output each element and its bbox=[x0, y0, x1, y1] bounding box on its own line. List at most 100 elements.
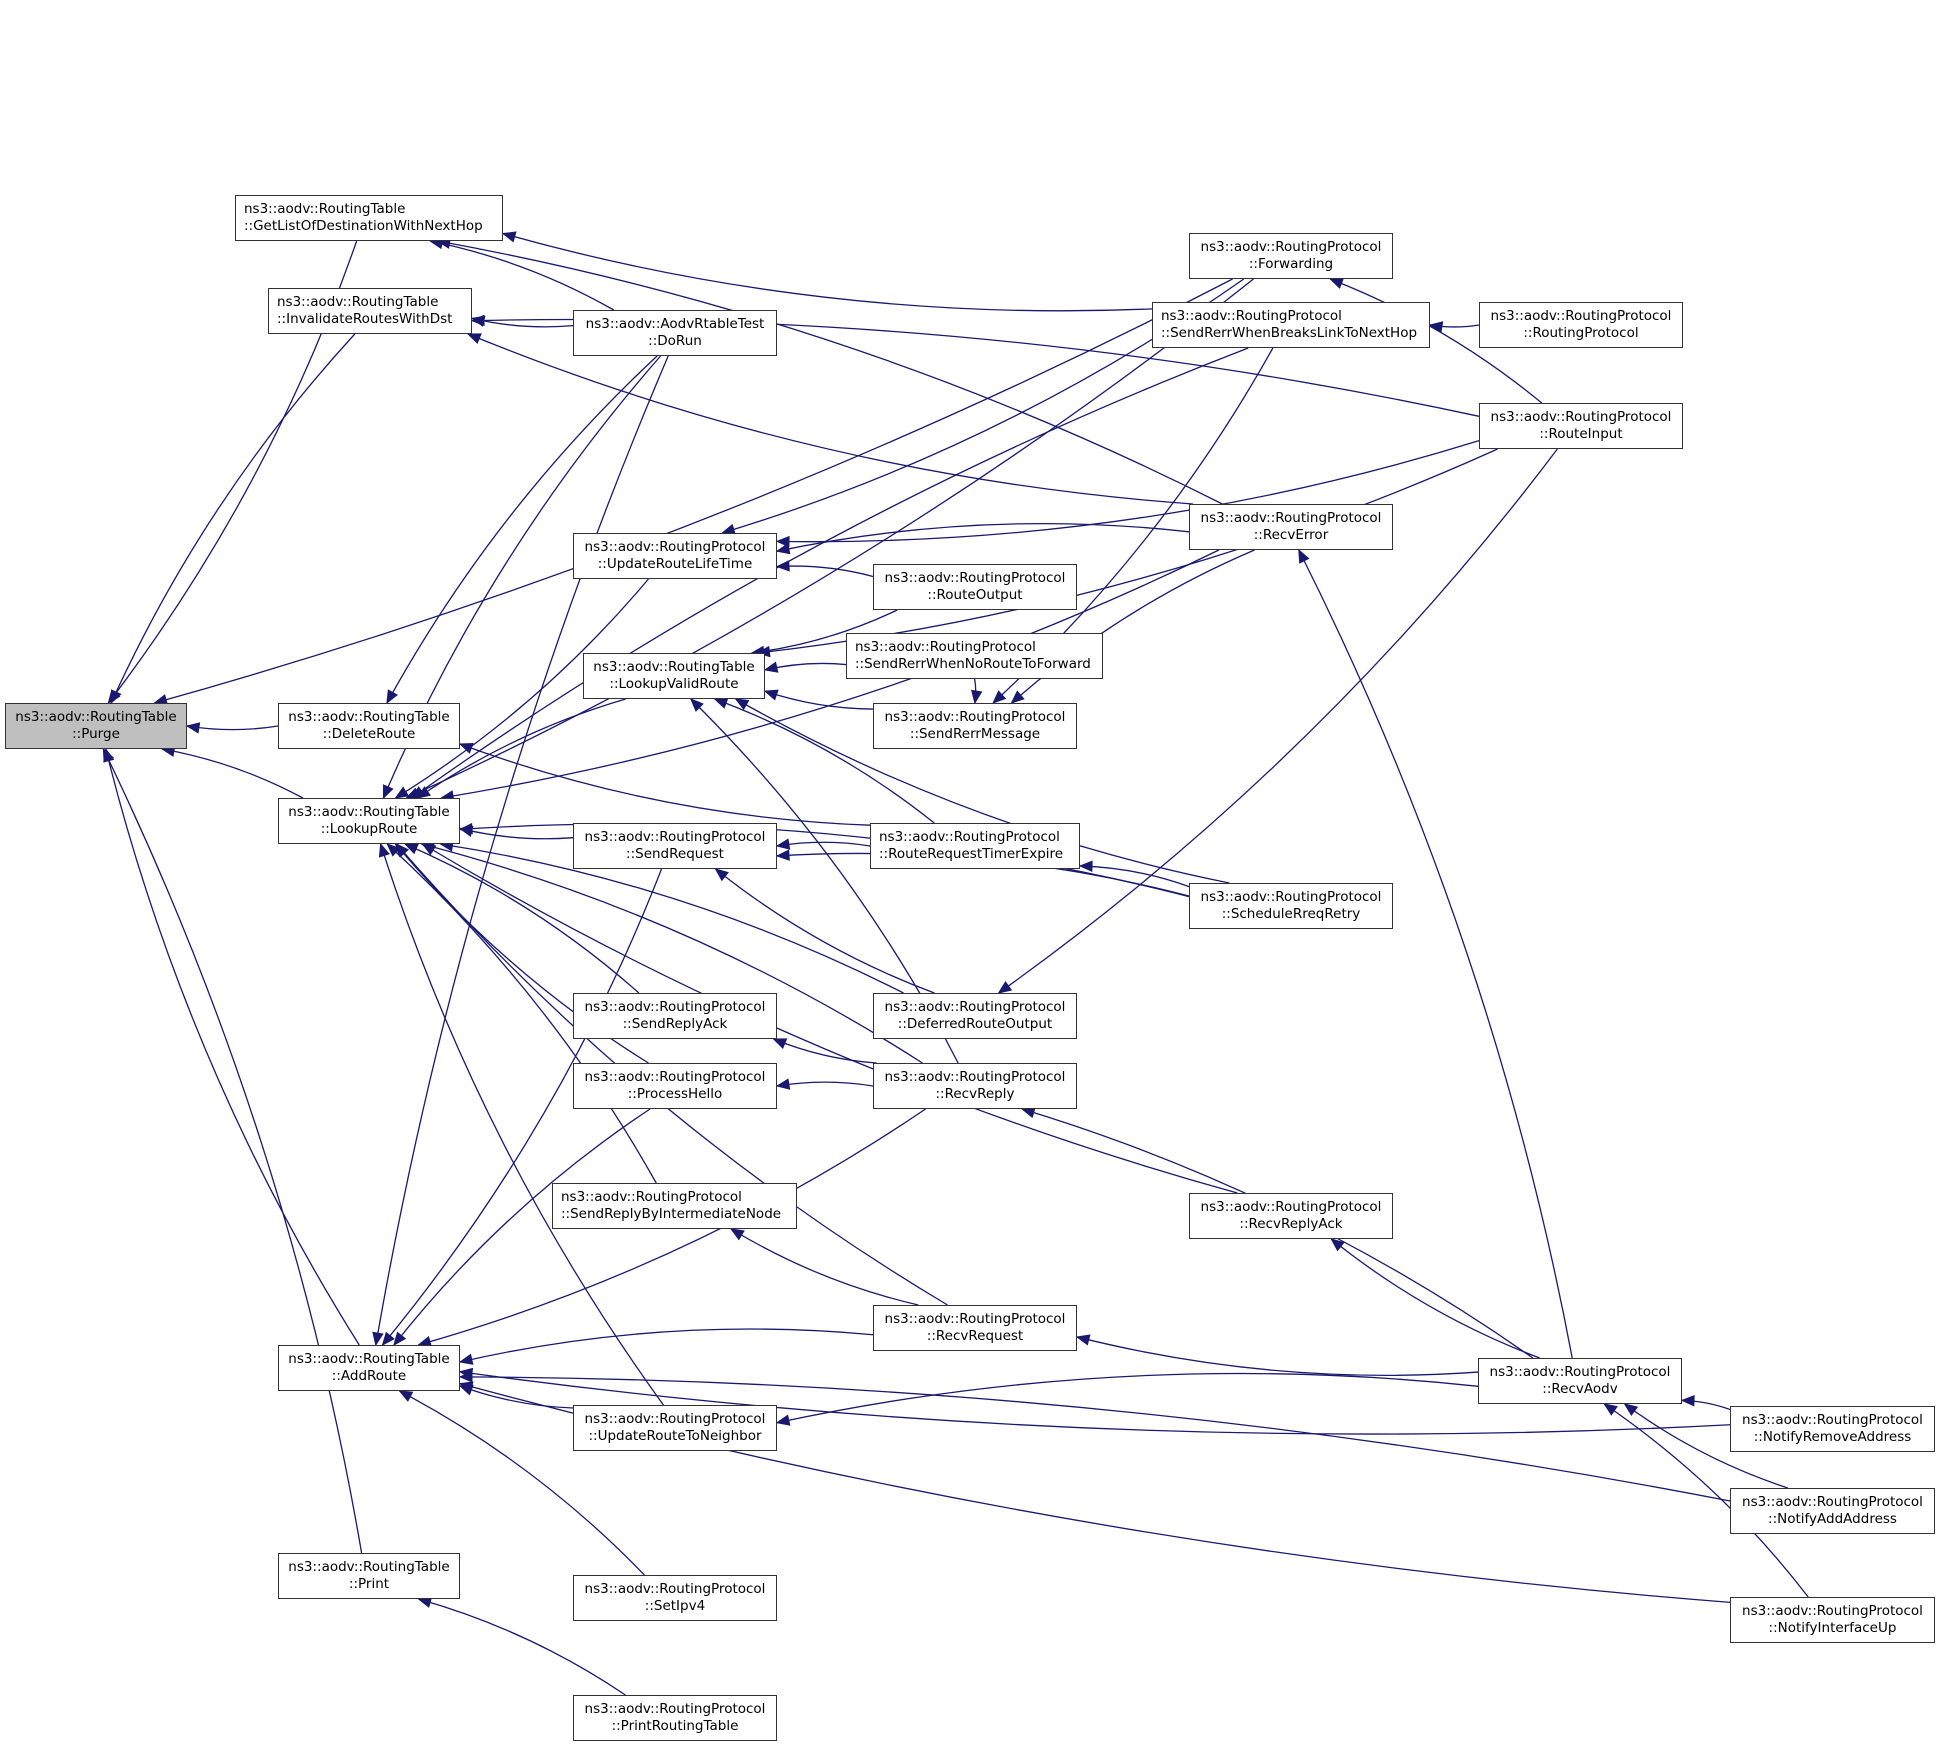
node-routeinput[interactable]: ns3::aodv::RoutingProtocol::RouteInput bbox=[1479, 403, 1683, 449]
node-sendreplyinter[interactable]: ns3::aodv::RoutingProtocol::SendReplyByI… bbox=[552, 1183, 797, 1229]
node-sendrerrnoroute[interactable]: ns3::aodv::RoutingProtocol::SendRerrWhen… bbox=[846, 633, 1103, 679]
node-routingprotocol[interactable]: ns3::aodv::RoutingProtocol::RoutingProto… bbox=[1479, 302, 1683, 348]
node-addroute[interactable]: ns3::aodv::RoutingTable::AddRoute bbox=[278, 1345, 460, 1391]
node-method-label: ::SetIpv4 bbox=[644, 1598, 706, 1614]
call-edge bbox=[393, 1108, 651, 1346]
node-class-label: ns3::aodv::RoutingProtocol bbox=[1200, 1199, 1382, 1215]
call-edge bbox=[381, 868, 663, 1346]
call-edge bbox=[1330, 1238, 1540, 1359]
node-sendrerrmsg[interactable]: ns3::aodv::RoutingProtocol::SendRerrMess… bbox=[873, 703, 1077, 749]
node-recvrequest[interactable]: ns3::aodv::RoutingProtocol::RecvRequest bbox=[873, 1305, 1077, 1351]
call-edge bbox=[1076, 1336, 1479, 1376]
node-deleteroute[interactable]: ns3::aodv::RoutingTable::DeleteRoute bbox=[278, 703, 460, 749]
node-updateneighbor[interactable]: ns3::aodv::RoutingProtocol::UpdateRouteT… bbox=[573, 1405, 777, 1451]
arrowhead-icon bbox=[403, 843, 419, 855]
node-method-label: ::RouteInput bbox=[1539, 426, 1623, 442]
call-edge bbox=[459, 827, 574, 840]
call-edge bbox=[502, 232, 1153, 312]
node-lookuproute[interactable]: ns3::aodv::RoutingTable::LookupRoute bbox=[278, 798, 460, 844]
node-deferred[interactable]: ns3::aodv::RoutingProtocol::DeferredRout… bbox=[873, 993, 1077, 1039]
arrowhead-icon bbox=[971, 689, 983, 705]
node-method-label: ::AddRoute bbox=[331, 1368, 407, 1384]
node-class-label: ns3::aodv::RoutingProtocol bbox=[884, 570, 1066, 586]
call-edge bbox=[1298, 549, 1573, 1359]
arrowhead-icon bbox=[393, 1331, 407, 1347]
node-method-label: ::DoRun bbox=[648, 333, 702, 349]
node-class-label: ns3::aodv::RoutingTable bbox=[288, 1351, 450, 1367]
node-processhello[interactable]: ns3::aodv::RoutingProtocol::ProcessHello bbox=[573, 1063, 777, 1109]
node-schedulerreq[interactable]: ns3::aodv::RoutingProtocol::ScheduleRreq… bbox=[1189, 883, 1393, 929]
call-edge bbox=[379, 843, 664, 1406]
node-setipv4[interactable]: ns3::aodv::RoutingProtocol::SetIpv4 bbox=[573, 1575, 777, 1621]
arrowhead-icon bbox=[458, 822, 473, 835]
node-purge[interactable]: ns3::aodv::RoutingTable::Purge bbox=[5, 703, 187, 749]
node-class-label: ns3::aodv::RoutingProtocol bbox=[584, 1411, 766, 1427]
node-dorun[interactable]: ns3::aodv::AodvRtableTest::DoRun bbox=[573, 310, 777, 356]
arrowhead-icon bbox=[1680, 1395, 1695, 1407]
node-notifyremove[interactable]: ns3::aodv::RoutingProtocol::NotifyRemove… bbox=[1730, 1406, 1935, 1452]
node-method-label: ::LookupRoute bbox=[320, 821, 418, 837]
node-method-label: ::SendRerrWhenNoRouteToForward bbox=[855, 656, 1091, 672]
arrowhead-icon bbox=[421, 843, 437, 856]
node-printrt[interactable]: ns3::aodv::RoutingProtocol::PrintRouting… bbox=[573, 1695, 777, 1741]
call-edge bbox=[411, 347, 1249, 799]
call-edge bbox=[459, 1328, 874, 1363]
node-sendrerrbreak[interactable]: ns3::aodv::RoutingProtocol::SendRerrWhen… bbox=[1152, 302, 1430, 348]
node-method-label: ::RecvReply bbox=[935, 1086, 1015, 1102]
call-edge bbox=[386, 843, 657, 1184]
node-notifyup[interactable]: ns3::aodv::RoutingProtocol::NotifyInterf… bbox=[1730, 1597, 1935, 1643]
arrowhead-icon bbox=[775, 1078, 791, 1090]
arrowhead-icon bbox=[395, 843, 410, 858]
node-print[interactable]: ns3::aodv::RoutingTable::Print bbox=[278, 1553, 460, 1599]
node-method-label: ::RoutingProtocol bbox=[1523, 325, 1639, 341]
node-recvreplyack[interactable]: ns3::aodv::RoutingProtocol::RecvReplyAck bbox=[1189, 1193, 1393, 1239]
arrowhead-icon bbox=[775, 838, 791, 850]
arrowhead-icon bbox=[997, 981, 1013, 994]
call-edge bbox=[459, 743, 871, 826]
arrowhead-icon bbox=[775, 543, 791, 555]
arrowhead-icon bbox=[110, 689, 122, 705]
arrowhead-icon bbox=[1010, 690, 1025, 704]
node-class-label: ns3::aodv::RoutingProtocol bbox=[584, 1069, 766, 1085]
call-edge bbox=[441, 549, 1220, 799]
arrowhead-icon bbox=[458, 1371, 473, 1383]
arrowhead-icon bbox=[458, 742, 474, 754]
call-edge bbox=[386, 355, 658, 704]
arrowhead-icon bbox=[185, 722, 201, 734]
node-class-label: ns3::aodv::RoutingProtocol bbox=[1742, 1494, 1923, 1510]
node-sendreplyack[interactable]: ns3::aodv::RoutingProtocol::SendReplyAck bbox=[573, 993, 777, 1039]
arrowhead-icon bbox=[1623, 1403, 1639, 1417]
node-recverror[interactable]: ns3::aodv::RoutingProtocol::RecvError bbox=[1189, 504, 1393, 550]
node-method-label: ::GetListOfDestinationWithNextHop bbox=[244, 218, 483, 234]
node-routeoutput[interactable]: ns3::aodv::RoutingProtocol::RouteOutput bbox=[873, 564, 1077, 610]
node-recvaodv[interactable]: ns3::aodv::RoutingProtocol::RecvAodv bbox=[1478, 1358, 1682, 1404]
node-forwarding[interactable]: ns3::aodv::RoutingProtocol::Forwarding bbox=[1189, 233, 1393, 279]
node-class-label: ns3::aodv::RoutingProtocol bbox=[1161, 308, 1342, 324]
arrowhead-icon bbox=[1330, 1238, 1345, 1252]
arrowhead-icon bbox=[1078, 860, 1093, 873]
call-edge bbox=[161, 748, 304, 799]
node-updatelifetime[interactable]: ns3::aodv::RoutingProtocol::UpdateRouteL… bbox=[573, 533, 777, 579]
call-edge bbox=[735, 698, 1230, 884]
node-lookupvalid[interactable]: ns3::aodv::RoutingTable::LookupValidRout… bbox=[583, 653, 765, 699]
arrowhead-icon bbox=[1075, 1334, 1091, 1346]
node-method-label: ::SendRerrMessage bbox=[909, 726, 1041, 742]
arrowhead-icon bbox=[992, 690, 1007, 704]
node-getlist[interactable]: ns3::aodv::RoutingTable::GetListOfDestin… bbox=[235, 195, 503, 241]
call-edge bbox=[459, 1376, 1731, 1502]
call-edge bbox=[1330, 278, 1543, 404]
arrowhead-icon bbox=[381, 1331, 395, 1347]
arrowhead-icon bbox=[689, 698, 704, 712]
node-notifyadd[interactable]: ns3::aodv::RoutingProtocol::NotifyAddAdd… bbox=[1730, 1488, 1935, 1534]
arrowhead-icon bbox=[378, 842, 390, 858]
node-class-label: ns3::aodv::RoutingProtocol bbox=[1490, 409, 1672, 425]
node-rreqtimer[interactable]: ns3::aodv::RoutingProtocol::RouteRequest… bbox=[870, 823, 1080, 869]
node-invalidate[interactable]: ns3::aodv::RoutingTable::InvalidateRoute… bbox=[268, 288, 472, 334]
node-recvreply[interactable]: ns3::aodv::RoutingProtocol::RecvReply bbox=[873, 1063, 1077, 1109]
node-class-label: ns3::aodv::RoutingProtocol bbox=[879, 829, 1060, 845]
node-method-label: ::SendRequest bbox=[626, 846, 724, 862]
call-edge bbox=[1603, 1403, 1809, 1598]
node-sendrequest[interactable]: ns3::aodv::RoutingProtocol::SendRequest bbox=[573, 823, 777, 869]
call-edge bbox=[776, 440, 1480, 543]
call-edge bbox=[459, 823, 1190, 898]
